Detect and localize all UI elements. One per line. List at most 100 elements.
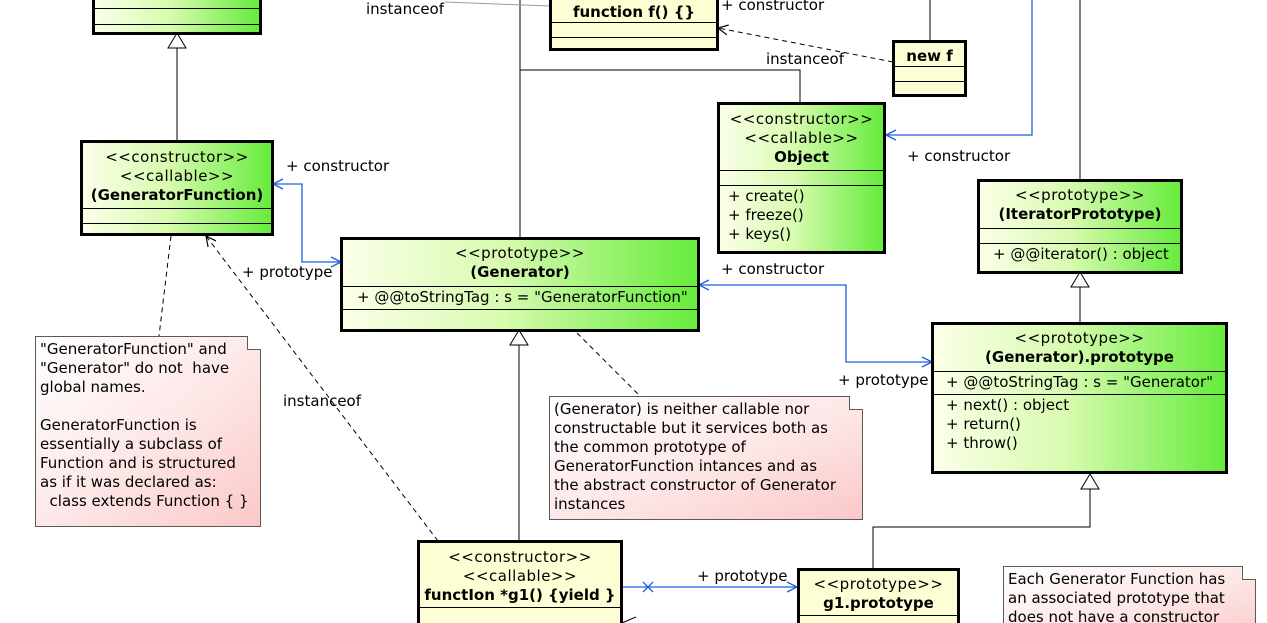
attributes-section: [895, 66, 964, 81]
attribute: + @@toStringTag : s = "GeneratorFunction…: [357, 288, 688, 306]
operation: + freeze(): [728, 206, 804, 224]
stereotype: <<callable>>: [744, 129, 859, 147]
operations-section: [95, 24, 259, 32]
operations-section: [343, 309, 697, 324]
stereotype: <<prototype>>: [1015, 186, 1145, 204]
class-header: new f: [895, 43, 964, 66]
generalization-triangle: [167, 32, 187, 49]
class-header: <<constructor>> <<callable>> (GeneratorF…: [83, 143, 271, 205]
class-name: (Generator): [470, 263, 570, 281]
generalization-triangle: [1080, 473, 1100, 490]
instanceof-g1-to-genfunc: [206, 236, 439, 542]
label-constructor: + constructor: [286, 157, 390, 175]
operation: + keys(): [728, 225, 792, 243]
note-fold-corner: [849, 396, 863, 410]
class-name: (GeneratorFunction): [90, 186, 264, 204]
stereotype: <<constructor>>: [448, 548, 592, 566]
object-constructor-link: [886, 0, 1033, 135]
class-name: function f() {}: [572, 3, 696, 21]
operations-section: [83, 223, 271, 233]
class-header: <<prototype>> g1.prototype: [800, 571, 957, 613]
stereotype: <<prototype>>: [1014, 329, 1145, 347]
attribute: + @@toStringTag : s = "Generator": [946, 373, 1214, 391]
label-constructor: + constructor: [907, 147, 1011, 165]
instanceof-newf-to-f: [718, 28, 894, 63]
attributes-section: [95, 0, 259, 8]
stereotype: <<callable>>: [119, 167, 235, 185]
note-associated-prototype: Each Generator Function has an associate…: [1003, 566, 1256, 623]
class-g1-prototype[interactable]: <<prototype>> g1.prototype: [797, 568, 960, 623]
navigability-x: [642, 581, 654, 593]
instanceof-top-link: [444, 1, 551, 7]
attributes-section: [420, 607, 620, 622]
class-header: <<constructor>> <<callable>> functIon *g…: [420, 543, 620, 605]
object-to-function-link: [520, 69, 801, 103]
note-anchor-g1: [621, 616, 637, 623]
label-constructor: + constructor: [721, 0, 825, 14]
stereotype: <<prototype>>: [813, 575, 944, 593]
generalization-triangle: [509, 329, 529, 346]
stereotype: <<callable>>: [462, 567, 578, 585]
operation: + @@iterator() : object: [993, 245, 1169, 263]
label-prototype: + prototype: [242, 263, 333, 281]
operation: + next() : object: [946, 396, 1070, 414]
class-name: functIon *g1() {yield }: [424, 586, 616, 604]
class-name: (IteratorPrototype): [998, 205, 1162, 223]
attributes-section: [552, 22, 716, 37]
label-constructor: + constructor: [721, 260, 825, 278]
generator-genproto-link: [699, 285, 932, 362]
class-header: <<constructor>> <<callable>> Object: [720, 105, 883, 167]
class-header: <<prototype>> (IteratorPrototype): [980, 182, 1180, 224]
class-object[interactable]: <<constructor>> <<callable>> Object + cr…: [717, 102, 886, 254]
operations-section: + create() + freeze() + keys(): [720, 185, 883, 246]
class-header: <<prototype>> (Generator): [343, 240, 697, 282]
class-name: g1.prototype: [823, 594, 934, 612]
operation: + create(): [728, 187, 805, 205]
operations-section: [552, 37, 716, 48]
class-name: Object: [774, 148, 829, 166]
class-header: <<prototype>> (Generator).prototype: [934, 325, 1225, 367]
class-generator-prototype[interactable]: <<prototype>> (Generator).prototype + @@…: [931, 322, 1228, 474]
generalization-triangle: [1070, 271, 1090, 288]
class-function-f[interactable]: function f() {}: [549, 0, 719, 51]
attributes-section: + @@toStringTag : s = "Generator": [934, 371, 1225, 394]
class-name: new f: [906, 47, 953, 65]
note-anchor-genfunc: [158, 235, 172, 337]
label-instanceof: instanceof: [766, 50, 845, 68]
genfunc-generator-link: [273, 184, 341, 262]
stereotype: <<prototype>>: [455, 244, 585, 262]
class-iterator-prototype[interactable]: <<prototype>> (IteratorPrototype) + @@it…: [977, 179, 1183, 274]
attributes-section: + @@toStringTag : s = "GeneratorFunction…: [343, 286, 697, 309]
note-generator-role: (Generator) is neither callable nor cons…: [549, 396, 863, 520]
attributes-section: [95, 8, 259, 24]
label-prototype: + prototype: [697, 567, 788, 585]
stereotype: <<constructor>>: [105, 148, 249, 166]
note-anchor-generator: [576, 332, 641, 397]
operations-section: [895, 81, 964, 94]
label-prototype: + prototype: [838, 371, 929, 389]
note-global-names: "GeneratorFunction" and "Generator" do n…: [35, 336, 261, 527]
class-new-f[interactable]: new f: [892, 40, 967, 97]
operation: + throw(): [946, 434, 1018, 452]
operation: + return(): [946, 415, 1021, 433]
stereotype: <<constructor>>: [729, 110, 874, 128]
label-instanceof: instanceof: [366, 0, 445, 18]
note-fold-corner: [247, 336, 261, 350]
operations-section: + @@iterator() : object: [980, 243, 1180, 266]
generalization-g1proto-to-genproto: [872, 489, 1091, 569]
attributes-section: [980, 228, 1180, 243]
note-fold-corner: [1242, 566, 1256, 580]
attributes-section: [83, 208, 271, 223]
attributes-section: [800, 615, 957, 623]
label-instanceof: instanceof: [283, 392, 362, 410]
class-function-top[interactable]: [92, 0, 262, 35]
attributes-section: [720, 170, 883, 185]
class-name: (Generator).prototype: [985, 348, 1174, 366]
class-generator[interactable]: <<prototype>> (Generator) + @@toStringTa…: [340, 237, 700, 332]
class-header: function f() {}: [552, 0, 716, 22]
class-generator-function[interactable]: <<constructor>> <<callable>> (GeneratorF…: [80, 140, 274, 236]
operations-section: + next() : object + return() + throw(): [934, 394, 1225, 455]
class-g1[interactable]: <<constructor>> <<callable>> functIon *g…: [417, 540, 623, 623]
